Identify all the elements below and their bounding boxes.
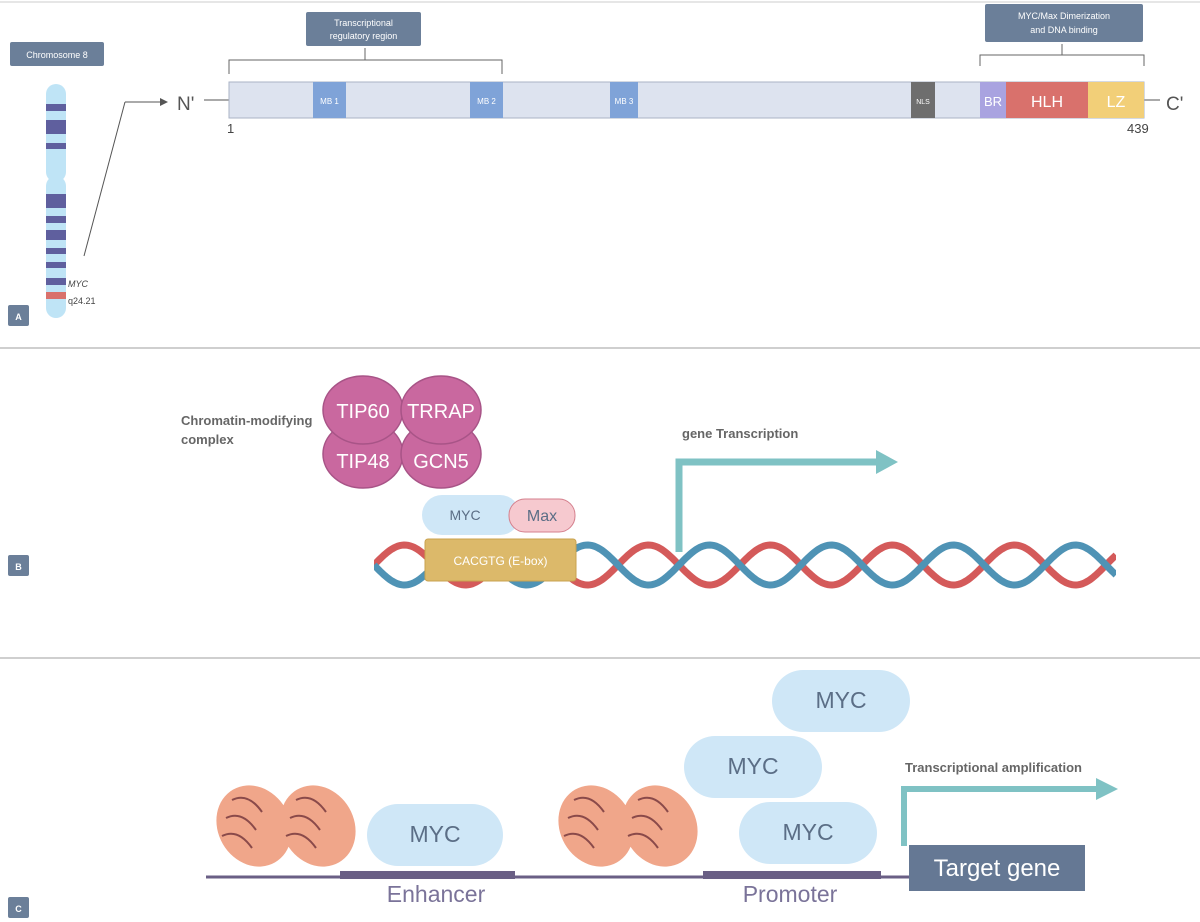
- panel-c-badge: [8, 897, 29, 918]
- panel-a: Chromosome 8 MYC q24.21 A N' C': [8, 4, 1183, 326]
- chromosome-label-box: [10, 42, 104, 66]
- domain-mb1-label: MB 1: [320, 97, 339, 106]
- transcriptional-region-line2: regulatory region: [330, 31, 398, 41]
- myc-bubble-enhancer: [367, 804, 503, 866]
- panel-b: B Chromatin-modifying complex gene Trans…: [8, 375, 1116, 589]
- domain-mb2: [470, 82, 503, 118]
- n-terminus-label: N': [177, 94, 194, 115]
- myc-locus-band: [46, 292, 66, 299]
- panel-a-letter: A: [15, 312, 22, 322]
- dimerization-region-bracket: [979, 44, 1145, 66]
- amplification-arrowhead: [1096, 778, 1118, 800]
- complex-label-line2: complex: [181, 432, 235, 447]
- dimerization-region-box: [985, 4, 1143, 42]
- myc-bubble-middle: [684, 736, 822, 798]
- zoom-pointer-line: [83, 101, 126, 257]
- c-terminus-label: C': [1166, 94, 1183, 115]
- myc-bubble-top: [772, 670, 910, 732]
- complex-label-line1: Chromatin-modifying: [181, 413, 312, 428]
- locus-label: q24.21: [68, 296, 96, 306]
- myc-label-enhancer: MYC: [409, 821, 460, 847]
- max-bubble: [508, 498, 576, 533]
- domain-nls-label: NLS: [916, 99, 930, 106]
- ebox-box: [424, 538, 577, 582]
- domain-hlh-label: HLH: [1031, 94, 1063, 111]
- tip48-label: TIP48: [336, 451, 389, 473]
- nucleosome-pair-left: [216, 785, 356, 867]
- transcription-arrow: [675, 458, 878, 552]
- gcn5-label: GCN5: [413, 451, 469, 473]
- dimerization-region-line2: and DNA binding: [1030, 25, 1098, 35]
- myc-bubble-b: [422, 495, 520, 535]
- myc-label-middle: MYC: [727, 753, 778, 779]
- tip60-label: TIP60: [336, 401, 389, 423]
- myc-label-top: MYC: [815, 687, 866, 713]
- promoter-region: [703, 871, 881, 879]
- domain-mb1: [313, 82, 346, 118]
- transcriptional-region-bracket: [228, 48, 503, 74]
- promoter-label: Promoter: [743, 881, 838, 907]
- transcription-label: gene Transcription: [682, 426, 798, 441]
- panel-c-letter: C: [15, 904, 22, 914]
- ebox-label: CACGTG (E-box): [453, 554, 547, 568]
- nucleosome-pair-right: [558, 785, 698, 867]
- domain-nls: [911, 82, 935, 118]
- myc-label-bottom: MYC: [782, 819, 833, 845]
- trrap-circle: [400, 375, 482, 445]
- panel-c: C MYC MYC MYC MYC Enhancer Promot: [8, 670, 1118, 918]
- dimerization-region-line1: MYC/Max Dimerization: [1018, 11, 1110, 21]
- myc-label-b: MYC: [449, 507, 480, 523]
- trrap-label: TRRAP: [407, 401, 475, 423]
- amplification-label: Transcriptional amplification: [905, 760, 1082, 775]
- amplification-arrow: [901, 786, 1098, 846]
- panel-b-letter: B: [15, 562, 22, 572]
- domain-br-label: BR: [984, 94, 1002, 109]
- target-gene-box: [909, 845, 1085, 891]
- panel-b-badge: [8, 555, 29, 576]
- target-gene-label: Target gene: [934, 855, 1061, 882]
- domain-lz-label: LZ: [1107, 94, 1126, 111]
- zoom-pointer-arrowhead: [160, 98, 168, 106]
- end-residue: 439: [1127, 121, 1149, 136]
- chromosome-8: [46, 84, 66, 318]
- domain-br: [980, 82, 1006, 118]
- panel-a-badge: [8, 305, 29, 326]
- enhancer-region: [340, 871, 515, 879]
- max-label: Max: [527, 508, 557, 525]
- domain-lz: [1088, 82, 1144, 118]
- myc-gene-label: MYC: [68, 279, 89, 289]
- transcriptional-region-box: [306, 12, 421, 46]
- domain-hlh: [1006, 82, 1088, 118]
- domain-mb2-label: MB 2: [477, 97, 496, 106]
- chromosome-label: Chromosome 8: [26, 50, 88, 60]
- myc-bubble-bottom: [739, 802, 877, 864]
- transcription-arrowhead: [876, 450, 898, 474]
- transcriptional-region-line1: Transcriptional: [334, 18, 393, 28]
- domain-mb3: [610, 82, 638, 118]
- enhancer-label: Enhancer: [387, 881, 486, 907]
- start-residue: 1: [227, 121, 234, 136]
- domain-mb3-label: MB 3: [615, 97, 634, 106]
